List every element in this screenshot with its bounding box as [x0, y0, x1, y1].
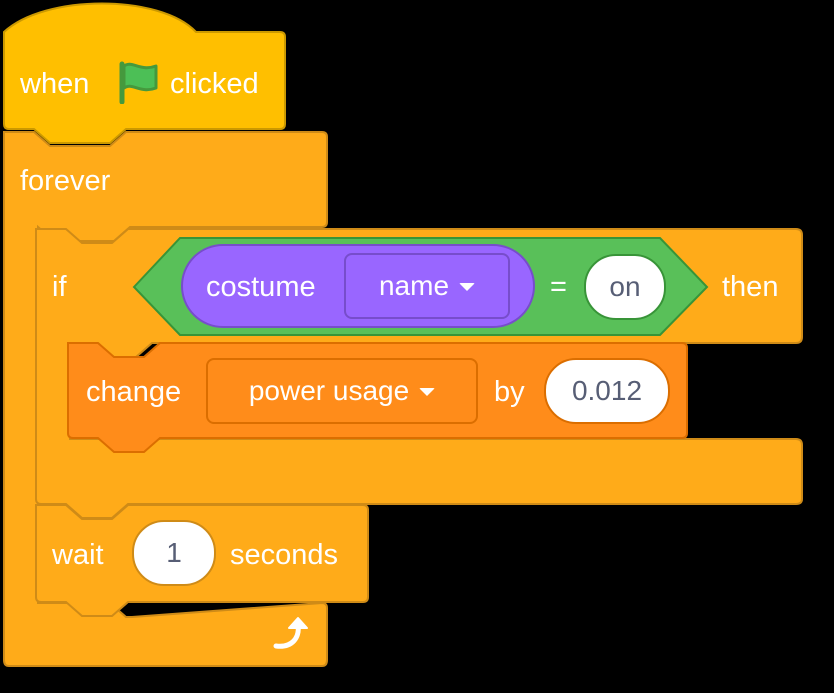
variable-dropdown[interactable]: power usage [206, 358, 478, 424]
wait-seconds-input[interactable]: 1 [132, 520, 216, 586]
loop-arrow-icon [273, 617, 308, 649]
costume-dropdown[interactable]: name [344, 253, 510, 319]
forever-label: forever [20, 165, 111, 197]
costume-dropdown-value: name [378, 270, 450, 301]
green-flag-icon [119, 61, 158, 104]
costume-label: costume [206, 271, 316, 303]
forever-block[interactable] [3, 131, 328, 667]
by-label: by [494, 376, 525, 408]
condition-value-input[interactable]: on [584, 254, 666, 320]
then-label: then [722, 271, 779, 303]
chevron-down-icon [459, 283, 476, 291]
when-label: when [20, 68, 90, 100]
variable-dropdown-value: power usage [248, 375, 410, 406]
change-amount-input[interactable]: 0.012 [544, 358, 670, 424]
clicked-label: clicked [170, 68, 259, 100]
equals-operator: = [550, 271, 567, 303]
wait-label: wait [52, 539, 104, 571]
change-label: change [86, 376, 182, 408]
chevron-down-icon [419, 388, 436, 396]
seconds-label: seconds [230, 539, 339, 571]
if-label: if [52, 271, 67, 303]
